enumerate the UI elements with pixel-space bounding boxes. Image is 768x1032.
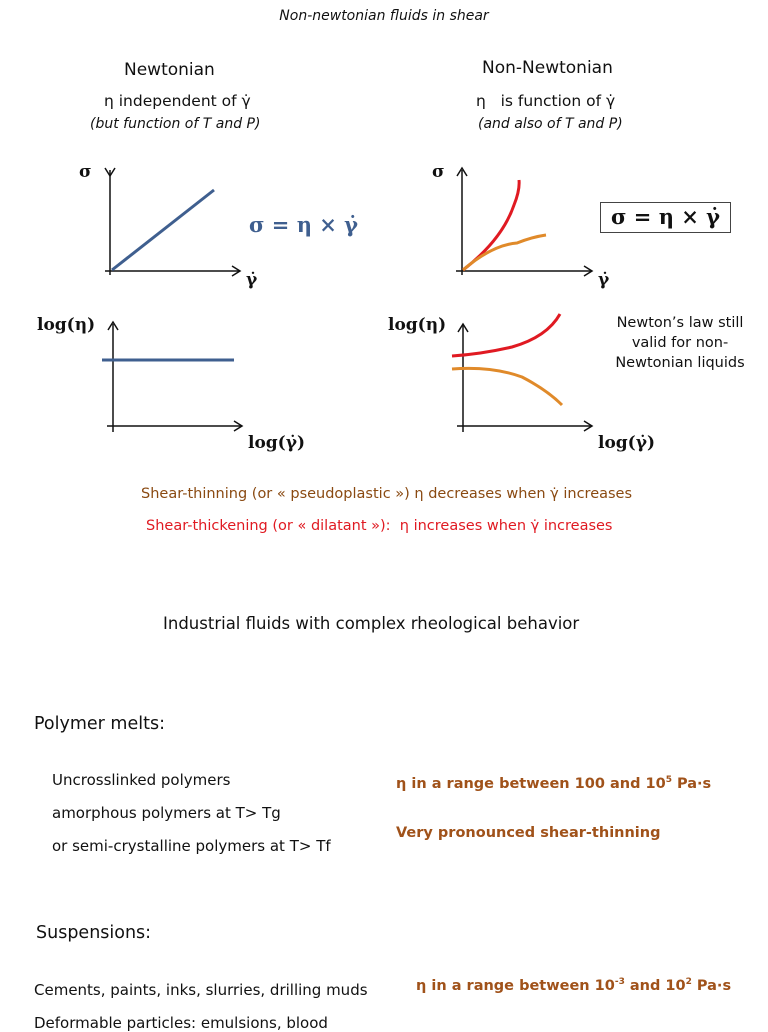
range-prefix: η in a range between 100 and 10 [396, 776, 666, 792]
newtonian-equation: σ = η × γ̇ [249, 212, 359, 237]
range-mid: and 10 [624, 978, 686, 994]
newtonian-stress-plot [104, 167, 242, 277]
suspensions-title: Suspensions: [36, 923, 152, 943]
plot4-xlabel: log(γ̇) [598, 433, 655, 453]
plot4-ylabel: log(η) [388, 315, 447, 335]
newtonian-viscosity-plot [102, 320, 244, 432]
plot1-ylabel: σ [79, 162, 92, 182]
range-suffix: Pa·s [691, 978, 732, 994]
non-newtonian-equation-box: σ = η × γ̇ [600, 202, 732, 233]
newtonian-heading: Newtonian [124, 60, 215, 80]
shear-thinning-definition: Shear-thinning (or « pseudoplastic ») η … [141, 486, 633, 502]
plot2-xlabel: log(γ̇) [248, 433, 305, 453]
range-exp1: -3 [614, 977, 625, 988]
polymer-viscosity-range: η in a range between 100 and 105 Pa·s [396, 776, 711, 792]
note-line: Newton’s law still [616, 315, 744, 331]
newtons-law-note: Newton’s law still valid for non- Newton… [605, 313, 755, 373]
plot1-xlabel: γ̇ [246, 270, 258, 290]
suspension-item: Cements, paints, inks, slurries, drillin… [34, 981, 368, 999]
non-newtonian-line2: (and also of T and P) [478, 116, 623, 132]
plot2-ylabel: log(η) [37, 315, 96, 335]
range-exp2: 2 [685, 977, 692, 988]
non-newtonian-stress-plot [456, 166, 594, 277]
range-prefix: η in a range between 10 [416, 978, 615, 994]
polymer-behavior: Very pronounced shear-thinning [396, 825, 661, 841]
non-newtonian-viscosity-plot [451, 313, 594, 432]
newtonian-line2: (but function of T and P) [90, 116, 261, 132]
polymer-melts-title: Polymer melts: [34, 714, 165, 734]
range-suffix: Pa·s [671, 776, 712, 792]
industrial-heading: Industrial fluids with complex rheologic… [163, 614, 580, 633]
page-title: Non-newtonian fluids in shear [279, 8, 489, 24]
non-newtonian-heading: Non-Newtonian [482, 58, 613, 78]
range-exp: 5 [665, 775, 672, 786]
polymer-item: Uncrosslinked polymers [52, 771, 231, 789]
newtonian-line1: η independent of γ̇ [104, 92, 251, 110]
note-line: valid for non- [631, 335, 729, 351]
note-line: Newtonian liquids [615, 355, 745, 371]
polymer-item: amorphous polymers at T> Tg [52, 804, 281, 822]
plot3-xlabel: γ̇ [598, 270, 610, 290]
non-newtonian-line1: η is function of γ̇ [476, 92, 616, 110]
suspension-item: Deformable particles: emulsions, blood [34, 1014, 328, 1032]
shear-thickening-definition: Shear-thickening (or « dilatant »): η in… [146, 518, 613, 534]
suspension-viscosity-range: η in a range between 10-3 and 102 Pa·s [416, 978, 731, 994]
polymer-item: or semi-crystalline polymers at T> Tf [52, 837, 331, 855]
plot3-ylabel: σ [432, 162, 445, 182]
